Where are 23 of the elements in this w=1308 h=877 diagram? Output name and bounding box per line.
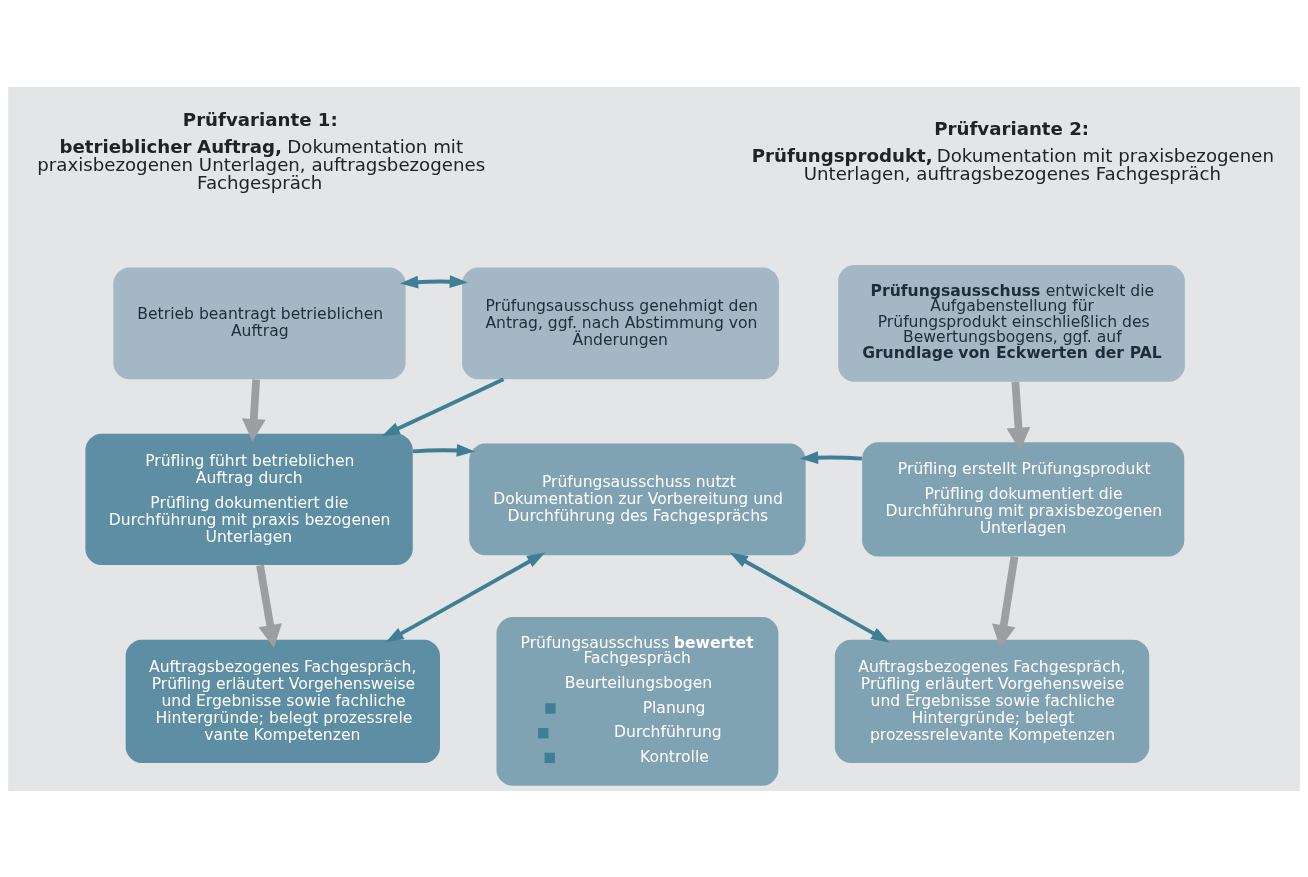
label: betrieblicher Auftrag, Dokumentation mit praxisbezogenen Unterlagen, auftragsbezogenes Fachgespräch <box>37 135 486 193</box>
node-box: Prüfungsausschuss entwickelt die Aufgabenstellung für Prüfungsprodukt einschließlich des Bewertungsbogens, ggf. auf Grundlage von Eckwerten der PAL <box>838 264 1185 382</box>
node-box: Prüfling erstellt Prüfungsprodukt Prüfling dokumentiert die Durchführung mit praxisbezogenen Unterlagen <box>862 441 1185 557</box>
arrow <box>991 555 1019 648</box>
arrow <box>729 552 890 642</box>
node-box: Prüfling führt betrieblichen Auftrag durch Prüfling dokumentiert die Durchführung mit praxis bezogenen Unterlagen <box>85 433 413 565</box>
arrow <box>399 274 468 288</box>
arrow <box>256 564 282 648</box>
label: Prüfvariante 1: <box>182 108 338 130</box>
arrow <box>241 378 266 442</box>
node-box: Prüfungsausschuss nutzt Dokumentation zur Vorbereitung und Durchführung des Fachgesprächs <box>469 443 806 555</box>
node-box: Auftragsbezogenes Fachgespräch, Prüfling erläutert Vorgehensweise und Ergebnisse sowie fachliche Hintergründe; belegt prozessrele vante Kompetenzen <box>125 639 440 763</box>
node-box: Betrieb beantragt betrieblichen Auftrag <box>113 267 406 379</box>
arrow <box>412 443 475 457</box>
arrow <box>1006 381 1031 450</box>
node-box: Prüfungsausschuss bewertet Fachgespräch Beurteilungsbogen Planung Durchführung Kontrolle <box>496 616 779 786</box>
arrow <box>799 450 862 464</box>
node-box: Prüfungsausschuss genehmigt den Antrag, ggf. nach Abstimmung von Änderungen <box>462 267 779 379</box>
arrow <box>385 552 546 642</box>
arrow <box>381 377 505 436</box>
node-box: Auftragsbezogenes Fachgespräch, Prüfling erläutert Vorgehensweise und Ergebnisse sowie fachliche Hintergründe; belegt prozessrelevante Kompetenzen <box>834 639 1150 763</box>
label: Prüfvariante 2: <box>934 117 1090 139</box>
label: Prüfungsprodukt, Dokumentation mit praxisbezogenen Unterlagen, auftragsbezogenes Fachgespräch <box>751 144 1274 184</box>
